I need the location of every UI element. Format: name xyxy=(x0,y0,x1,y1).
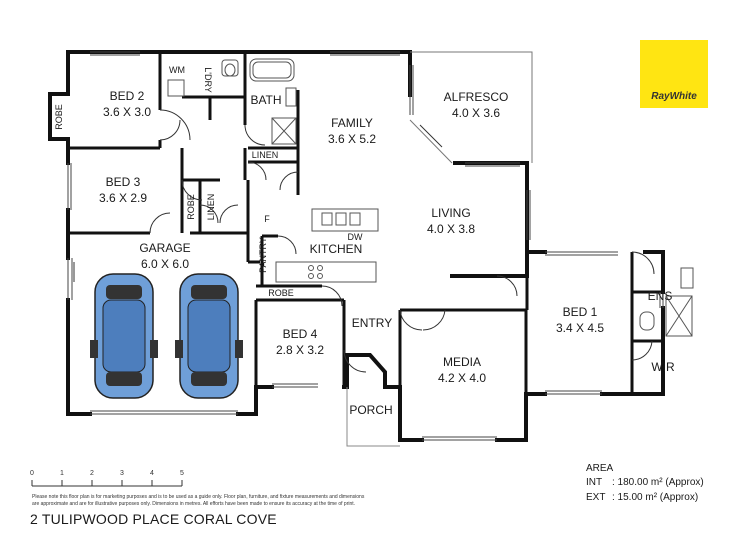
bed2-dims: 3.6 X 3.0 xyxy=(103,105,151,119)
robe1-label: ROBE xyxy=(54,104,64,130)
scale-tick-1: 1 xyxy=(60,470,64,477)
bed4-name: BED 4 xyxy=(283,327,318,341)
ldry-label: L'DRY xyxy=(203,67,213,93)
interior-walls xyxy=(68,52,663,394)
garage-name: GARAGE xyxy=(139,241,190,255)
raywhite-logo-text: RayWhite xyxy=(651,91,697,102)
scale-tick-4: 4 xyxy=(150,470,154,477)
linen1-label: LINEN xyxy=(206,194,216,221)
kitchen-label: KITCHEN xyxy=(310,242,363,256)
raywhite-logo: RayWhite xyxy=(640,40,708,108)
robe3-label: ROBE xyxy=(268,288,294,298)
area-int-label: INT xyxy=(586,477,602,488)
alfresco-name: ALFRESCO xyxy=(444,90,509,104)
living-name: LIVING xyxy=(431,206,470,220)
dw-label: DW xyxy=(348,232,363,242)
scale-tick-2: 2 xyxy=(90,470,94,477)
ens-label: ENS xyxy=(648,289,673,303)
bed1-name: BED 1 xyxy=(563,305,598,319)
bath-label: BATH xyxy=(250,93,281,107)
family-name: FAMILY xyxy=(331,116,373,130)
scale-bar xyxy=(31,480,183,487)
media-name: MEDIA xyxy=(443,355,481,369)
alfresco-outline xyxy=(409,51,533,164)
car-right xyxy=(175,273,243,399)
bed4-dims: 2.8 X 3.2 xyxy=(276,343,324,357)
disclaimer-line-1: Please note this floor plan is for marke… xyxy=(32,494,365,500)
scale-tick-labels: 0 1 2 3 4 5 xyxy=(30,470,184,477)
bed3-dims: 3.6 X 2.9 xyxy=(99,191,147,205)
linen2-label: LINEN xyxy=(252,150,279,160)
robe2-label: ROBE xyxy=(186,194,196,220)
scale-tick-3: 3 xyxy=(120,470,124,477)
disclaimer-line-2: are approximate and are for illustrative… xyxy=(32,501,355,507)
area-heading: AREA xyxy=(586,463,614,474)
scale-tick-0: 0 xyxy=(30,470,34,477)
property-address: 2 TULIPWOOD PLACE CORAL COVE xyxy=(30,511,277,527)
door-swings xyxy=(149,109,655,373)
bed3-name: BED 3 xyxy=(106,175,141,189)
garage-dims: 6.0 X 6.0 xyxy=(141,257,189,271)
bed2-name: BED 2 xyxy=(110,89,145,103)
area-int-value: : 180.00 m² (Approx) xyxy=(612,477,704,488)
scale-tick-5: 5 xyxy=(180,470,184,477)
wir-label: WIR xyxy=(651,360,675,374)
windows xyxy=(67,51,664,441)
area-ext-value: : 15.00 m² (Approx) xyxy=(612,492,698,503)
pantry-label: PANTRY xyxy=(258,237,268,273)
porch-label: PORCH xyxy=(349,403,392,417)
alfresco-dims: 4.0 X 3.6 xyxy=(452,106,500,120)
bed1-dims: 3.4 X 4.5 xyxy=(556,321,604,335)
fridge-label: F xyxy=(264,214,270,224)
media-dims: 4.2 X 4.0 xyxy=(438,371,486,385)
porch-outline xyxy=(346,387,400,447)
family-dims: 3.6 X 5.2 xyxy=(328,132,376,146)
living-dims: 4.0 X 3.8 xyxy=(427,222,475,236)
fixtures xyxy=(167,58,694,337)
area-ext-label: EXT xyxy=(586,492,605,503)
wm-label: WM xyxy=(169,65,185,75)
entry-label: ENTRY xyxy=(352,316,392,330)
car-left xyxy=(90,273,158,399)
